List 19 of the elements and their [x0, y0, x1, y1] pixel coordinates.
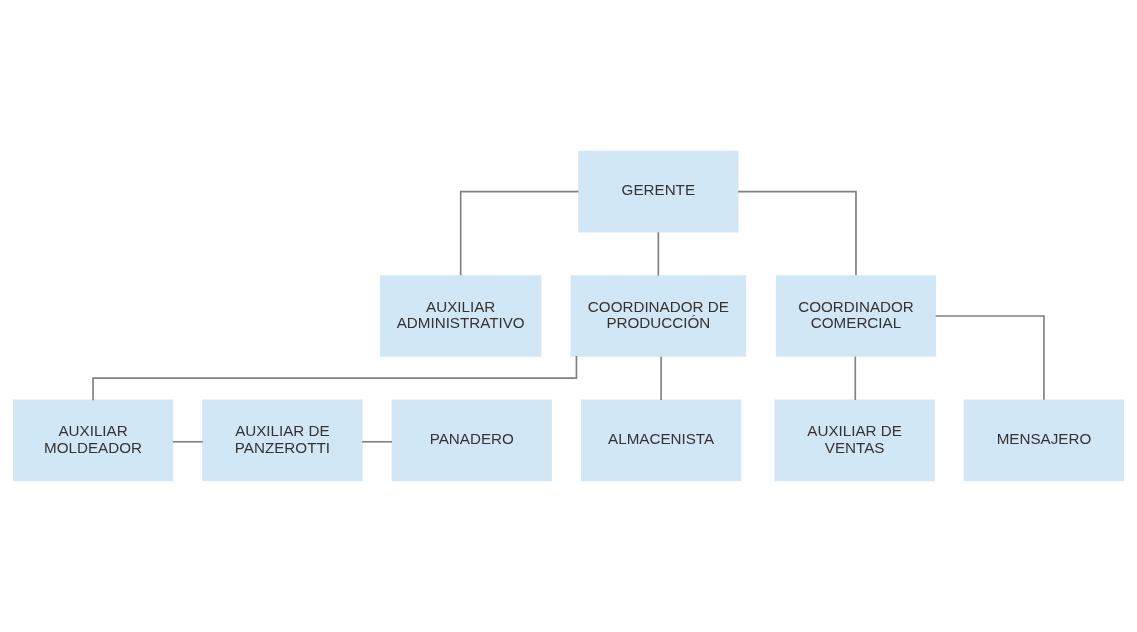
node-box: COORDINADOR COMERCIAL	[775, 275, 937, 357]
node-box: PANADERO	[391, 399, 552, 482]
connector	[171, 440, 204, 443]
connector	[737, 190, 857, 277]
node-box: ALMACENISTA	[580, 399, 742, 482]
connector	[934, 315, 1045, 401]
connector	[361, 440, 393, 443]
connector	[657, 231, 660, 277]
connector	[92, 355, 578, 402]
node-box: AUXILIAR DE PANZEROTTI	[202, 399, 363, 482]
node-box: AUXILIAR ADMINISTRATIVO	[379, 275, 542, 357]
node-box: COORDINADOR DE PRODUCCIÓN	[570, 275, 747, 357]
node-box: AUXILIAR DE VENTAS	[774, 399, 935, 482]
connector	[660, 355, 662, 401]
connector	[459, 190, 580, 277]
node-box: AUXILIAR MOLDEADOR	[12, 399, 174, 482]
connector	[854, 355, 857, 401]
node-box: MENSAJERO	[963, 399, 1125, 482]
node-box: GERENTE	[578, 150, 739, 233]
